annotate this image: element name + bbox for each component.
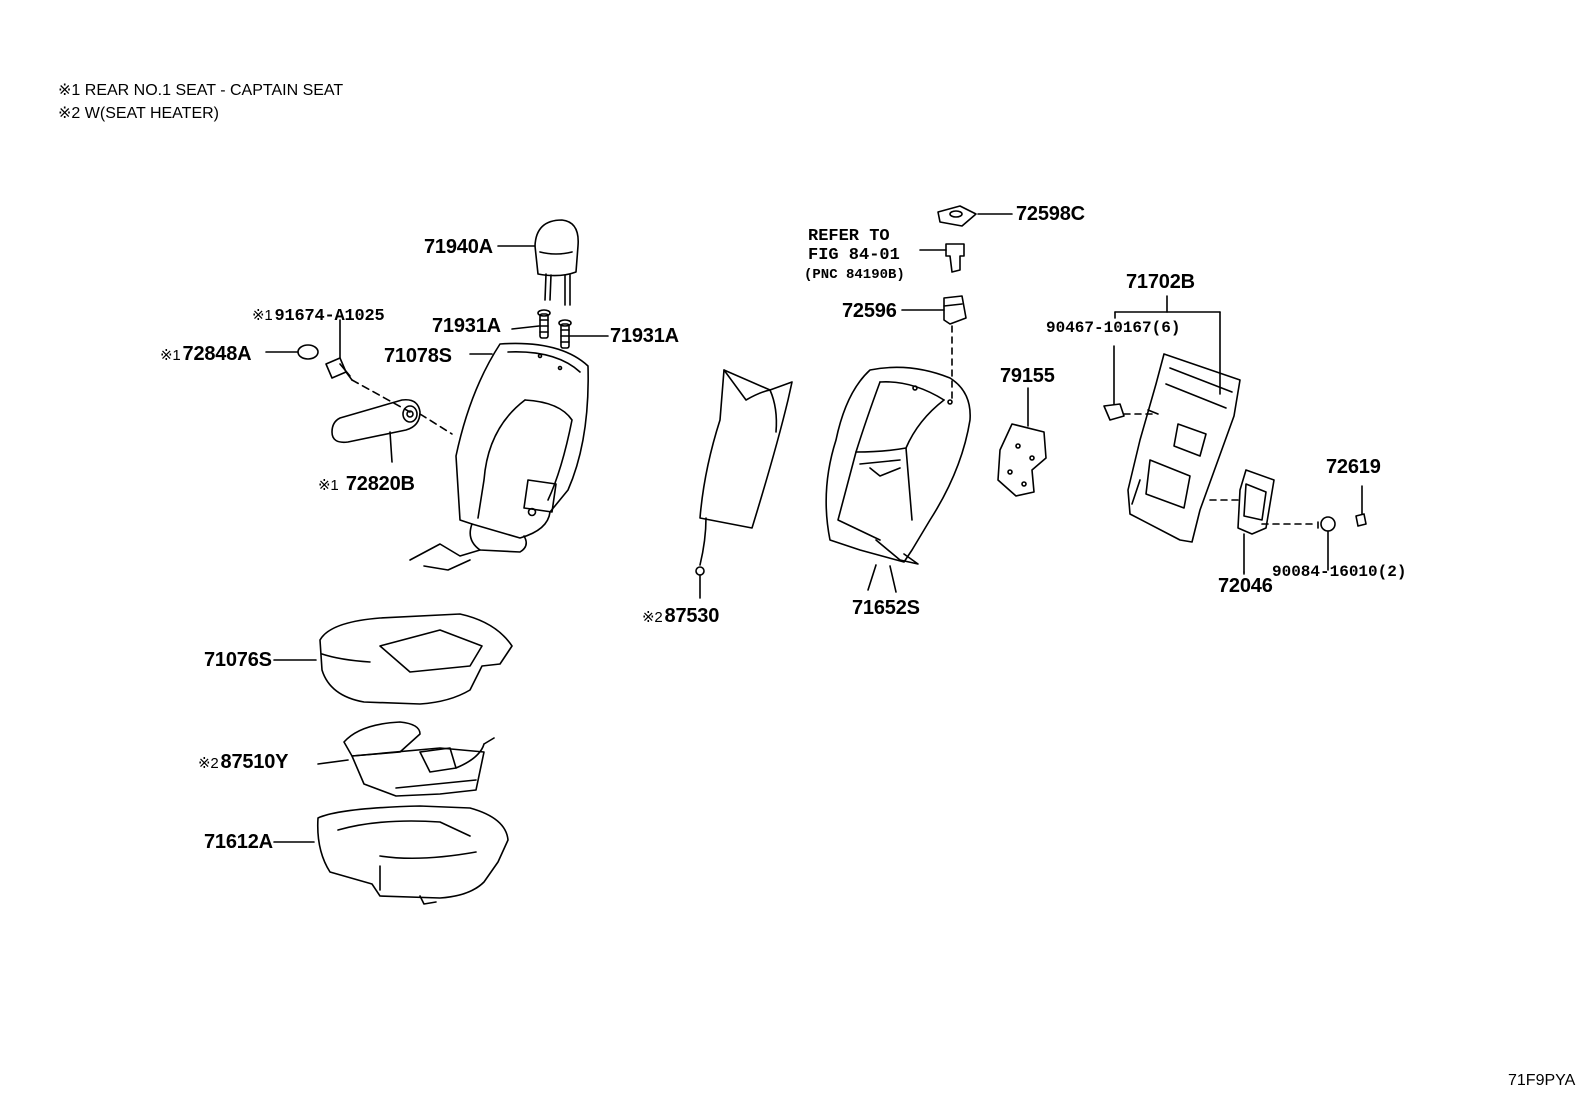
reference-line-1: REFER TO [808,227,890,246]
part-number: 87510Y [220,751,289,773]
part-number: 72598C [1016,203,1085,225]
note-marker: ※1 [318,477,339,494]
part-number: 71931A [610,325,679,347]
cushion-cover-drawing [273,613,513,705]
bezel-drawing [1209,469,1367,573]
part-number: 71652S [852,597,920,619]
part-label-72596[interactable]: 72596 [842,301,897,321]
part-label-72046[interactable]: 72046 [1218,576,1273,596]
seatback-cover-drawing [409,342,589,571]
part-number: 71612A [204,831,273,853]
part-label-71702B[interactable]: 71702B [1126,272,1195,292]
note-marker: ※1 [160,347,181,364]
note-1-text: REAR NO.1 SEAT - CAPTAIN SEAT [84,82,344,99]
diagram-code: 71F9PYA [1508,1072,1576,1089]
seatback-fasteners-drawing [901,205,1013,401]
note-2-text: W(SEAT HEATER) [84,105,219,122]
cushion-pad-drawing [273,805,509,905]
reference-line-3: (PNC 84190B) [804,267,905,283]
note-2-marker: ※2 [58,105,81,122]
part-label-71076S[interactable]: 71076S [204,650,272,670]
part-label-90084-16010[interactable]: 90084-16010(2) [1272,563,1407,581]
seatback-frame-drawing [825,366,971,591]
part-label-90467-10167[interactable]: 90467-10167(6) [1046,319,1181,337]
part-number: 71931A [432,315,501,337]
part-number: 71076S [204,649,272,671]
note-marker: ※1 [252,307,273,324]
note-1: ※1 REAR NO.1 SEAT - CAPTAIN SEAT [58,80,343,100]
part-number: 87530 [664,605,720,627]
part-number: 79155 [1000,365,1055,387]
note-marker: ※2 [198,755,219,772]
back-board-drawing [1103,295,1241,543]
part-number: 72820B [345,473,415,495]
headrest-drawing [497,219,579,306]
part-label-72598C[interactable]: 72598C [1016,204,1085,224]
armrest-drawing [265,319,453,463]
part-label-71940A[interactable]: 71940A [424,237,493,257]
part-label-71078S[interactable]: 71078S [384,346,452,366]
part-number: 71940A [424,236,493,258]
note-1-marker: ※1 [58,82,81,99]
part-number: 72596 [842,300,897,322]
bracket-drawing [997,387,1047,497]
part-label-71652S[interactable]: 71652S [852,598,920,618]
part-number: 91674-A1025 [274,307,385,326]
part-label-72820B[interactable]: ※1 72820B [318,474,415,494]
part-label-71931A-left[interactable]: 71931A [432,316,501,336]
leader-lines [889,565,1245,593]
part-number: 71702B [1126,271,1195,293]
note-marker: ※2 [642,609,663,626]
headrest-guide-drawing [511,309,609,349]
part-label-72619[interactable]: 72619 [1326,457,1381,477]
seatback-heater-drawing [695,369,793,599]
part-number: 72848A [182,343,252,365]
part-number: 71078S [384,345,452,367]
note-2: ※2 W(SEAT HEATER) [58,103,219,123]
part-number: 72619 [1326,456,1381,478]
cushion-heater-drawing [317,721,495,797]
part-label-71612A[interactable]: 71612A [204,832,273,852]
part-label-79155[interactable]: 79155 [1000,366,1055,386]
reference-line-2: FIG 84-01 [808,246,900,265]
part-label-71931A-right[interactable]: 71931A [610,326,679,346]
part-number: 72046 [1218,575,1273,597]
